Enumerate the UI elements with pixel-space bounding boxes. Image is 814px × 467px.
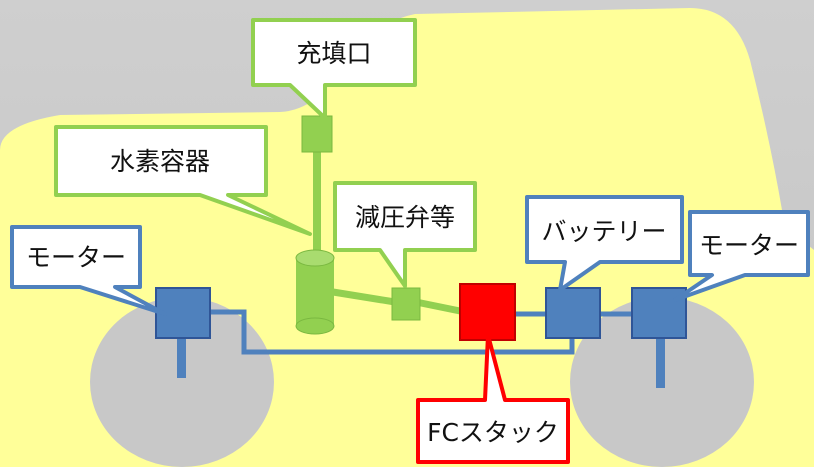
axle-left [177,338,186,378]
callout-valve: 減圧弁等 [333,181,477,288]
callout-filler: 充填口 [251,18,417,120]
motor-left-label: モーター [26,243,126,272]
filler-label: 充填口 [296,39,371,68]
pressure-valve [391,287,421,321]
valve-label: 減圧弁等 [355,203,455,232]
axle-right [656,338,665,388]
callout-motor-left: モーター [10,225,167,316]
battery-label: バッテリー [541,217,666,246]
callout-motor-right: モーター [673,210,810,302]
callout-stack: FCスタック [416,333,570,464]
callout-battery: バッテリー [525,195,684,292]
motor-right-block [631,287,687,339]
hydrogen-tank [295,249,335,335]
tank-label: 水素容器 [110,147,210,176]
hydrogen-lines [313,144,469,316]
electric-wiring [208,309,632,355]
motor-right-label: モーター [699,231,799,260]
callout-tank: 水素容器 [54,125,312,236]
filler-fitting [301,115,333,153]
wheel-left [90,297,274,467]
fc-stack-block [459,283,516,341]
battery-block [545,287,601,339]
stack-label: FCスタック [427,418,559,447]
